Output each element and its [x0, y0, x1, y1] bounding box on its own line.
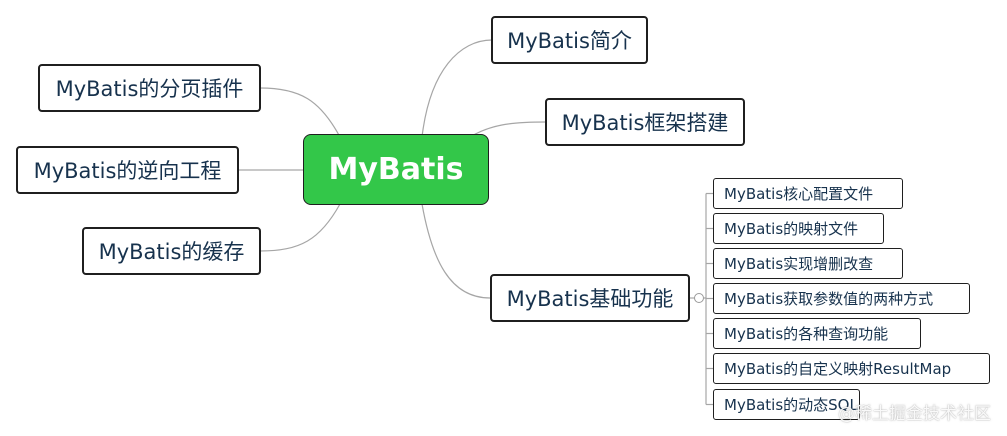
watermark: @稀土掘金技术社区	[838, 404, 991, 424]
branch-intro-label: MyBatis简介	[507, 29, 632, 53]
child-query-functions[interactable]: MyBatis的各种查询功能	[713, 318, 921, 349]
child-resultmap[interactable]: MyBatis的自定义映射ResultMap	[713, 353, 990, 384]
child-mapper-file[interactable]: MyBatis的映射文件	[713, 213, 884, 244]
child-param-values-label: MyBatis获取参数值的两种方式	[724, 290, 934, 308]
child-param-values[interactable]: MyBatis获取参数值的两种方式	[713, 283, 970, 314]
branch-reverse-engineering[interactable]: MyBatis的逆向工程	[16, 146, 239, 194]
child-crud-label: MyBatis实现增删改查	[724, 255, 874, 273]
branch-basics-label: MyBatis基础功能	[506, 287, 674, 311]
branch-pagination[interactable]: MyBatis的分页插件	[38, 64, 261, 112]
branch-basics[interactable]: MyBatis基础功能	[490, 274, 690, 322]
root-label: MyBatis	[328, 152, 464, 187]
connector-root-intro	[421, 39, 493, 138]
connector-root-basics	[421, 203, 491, 299]
branch-setup-label: MyBatis框架搭建	[561, 111, 729, 135]
child-resultmap-label: MyBatis的自定义映射ResultMap	[724, 360, 952, 378]
child-dynamic-sql-label: MyBatis的动态SQL	[724, 396, 858, 414]
connector-child-spine	[704, 193, 707, 405]
connector-root-cache	[259, 203, 341, 252]
branch-reverse-engineering-label: MyBatis的逆向工程	[33, 159, 222, 183]
child-dynamic-sql[interactable]: MyBatis的动态SQL	[713, 389, 860, 420]
child-core-config-label: MyBatis核心配置文件	[724, 185, 874, 203]
branch-intro[interactable]: MyBatis简介	[491, 16, 648, 64]
collapse-toggle-icon[interactable]	[694, 293, 704, 303]
child-mapper-file-label: MyBatis的映射文件	[724, 220, 859, 238]
child-query-functions-label: MyBatis的各种查询功能	[724, 325, 889, 343]
child-crud[interactable]: MyBatis实现增删改查	[713, 248, 903, 279]
branch-cache-label: MyBatis的缓存	[98, 240, 245, 264]
connector-root-pagination	[259, 87, 341, 138]
child-core-config[interactable]: MyBatis核心配置文件	[713, 178, 903, 209]
branch-setup[interactable]: MyBatis框架搭建	[545, 98, 745, 146]
branch-pagination-label: MyBatis的分页插件	[55, 77, 244, 101]
basics-child-connectors	[704, 192, 713, 406]
branch-cache[interactable]: MyBatis的缓存	[82, 227, 261, 275]
connector-root-setup	[469, 121, 546, 138]
root-node[interactable]: MyBatis	[303, 134, 489, 205]
